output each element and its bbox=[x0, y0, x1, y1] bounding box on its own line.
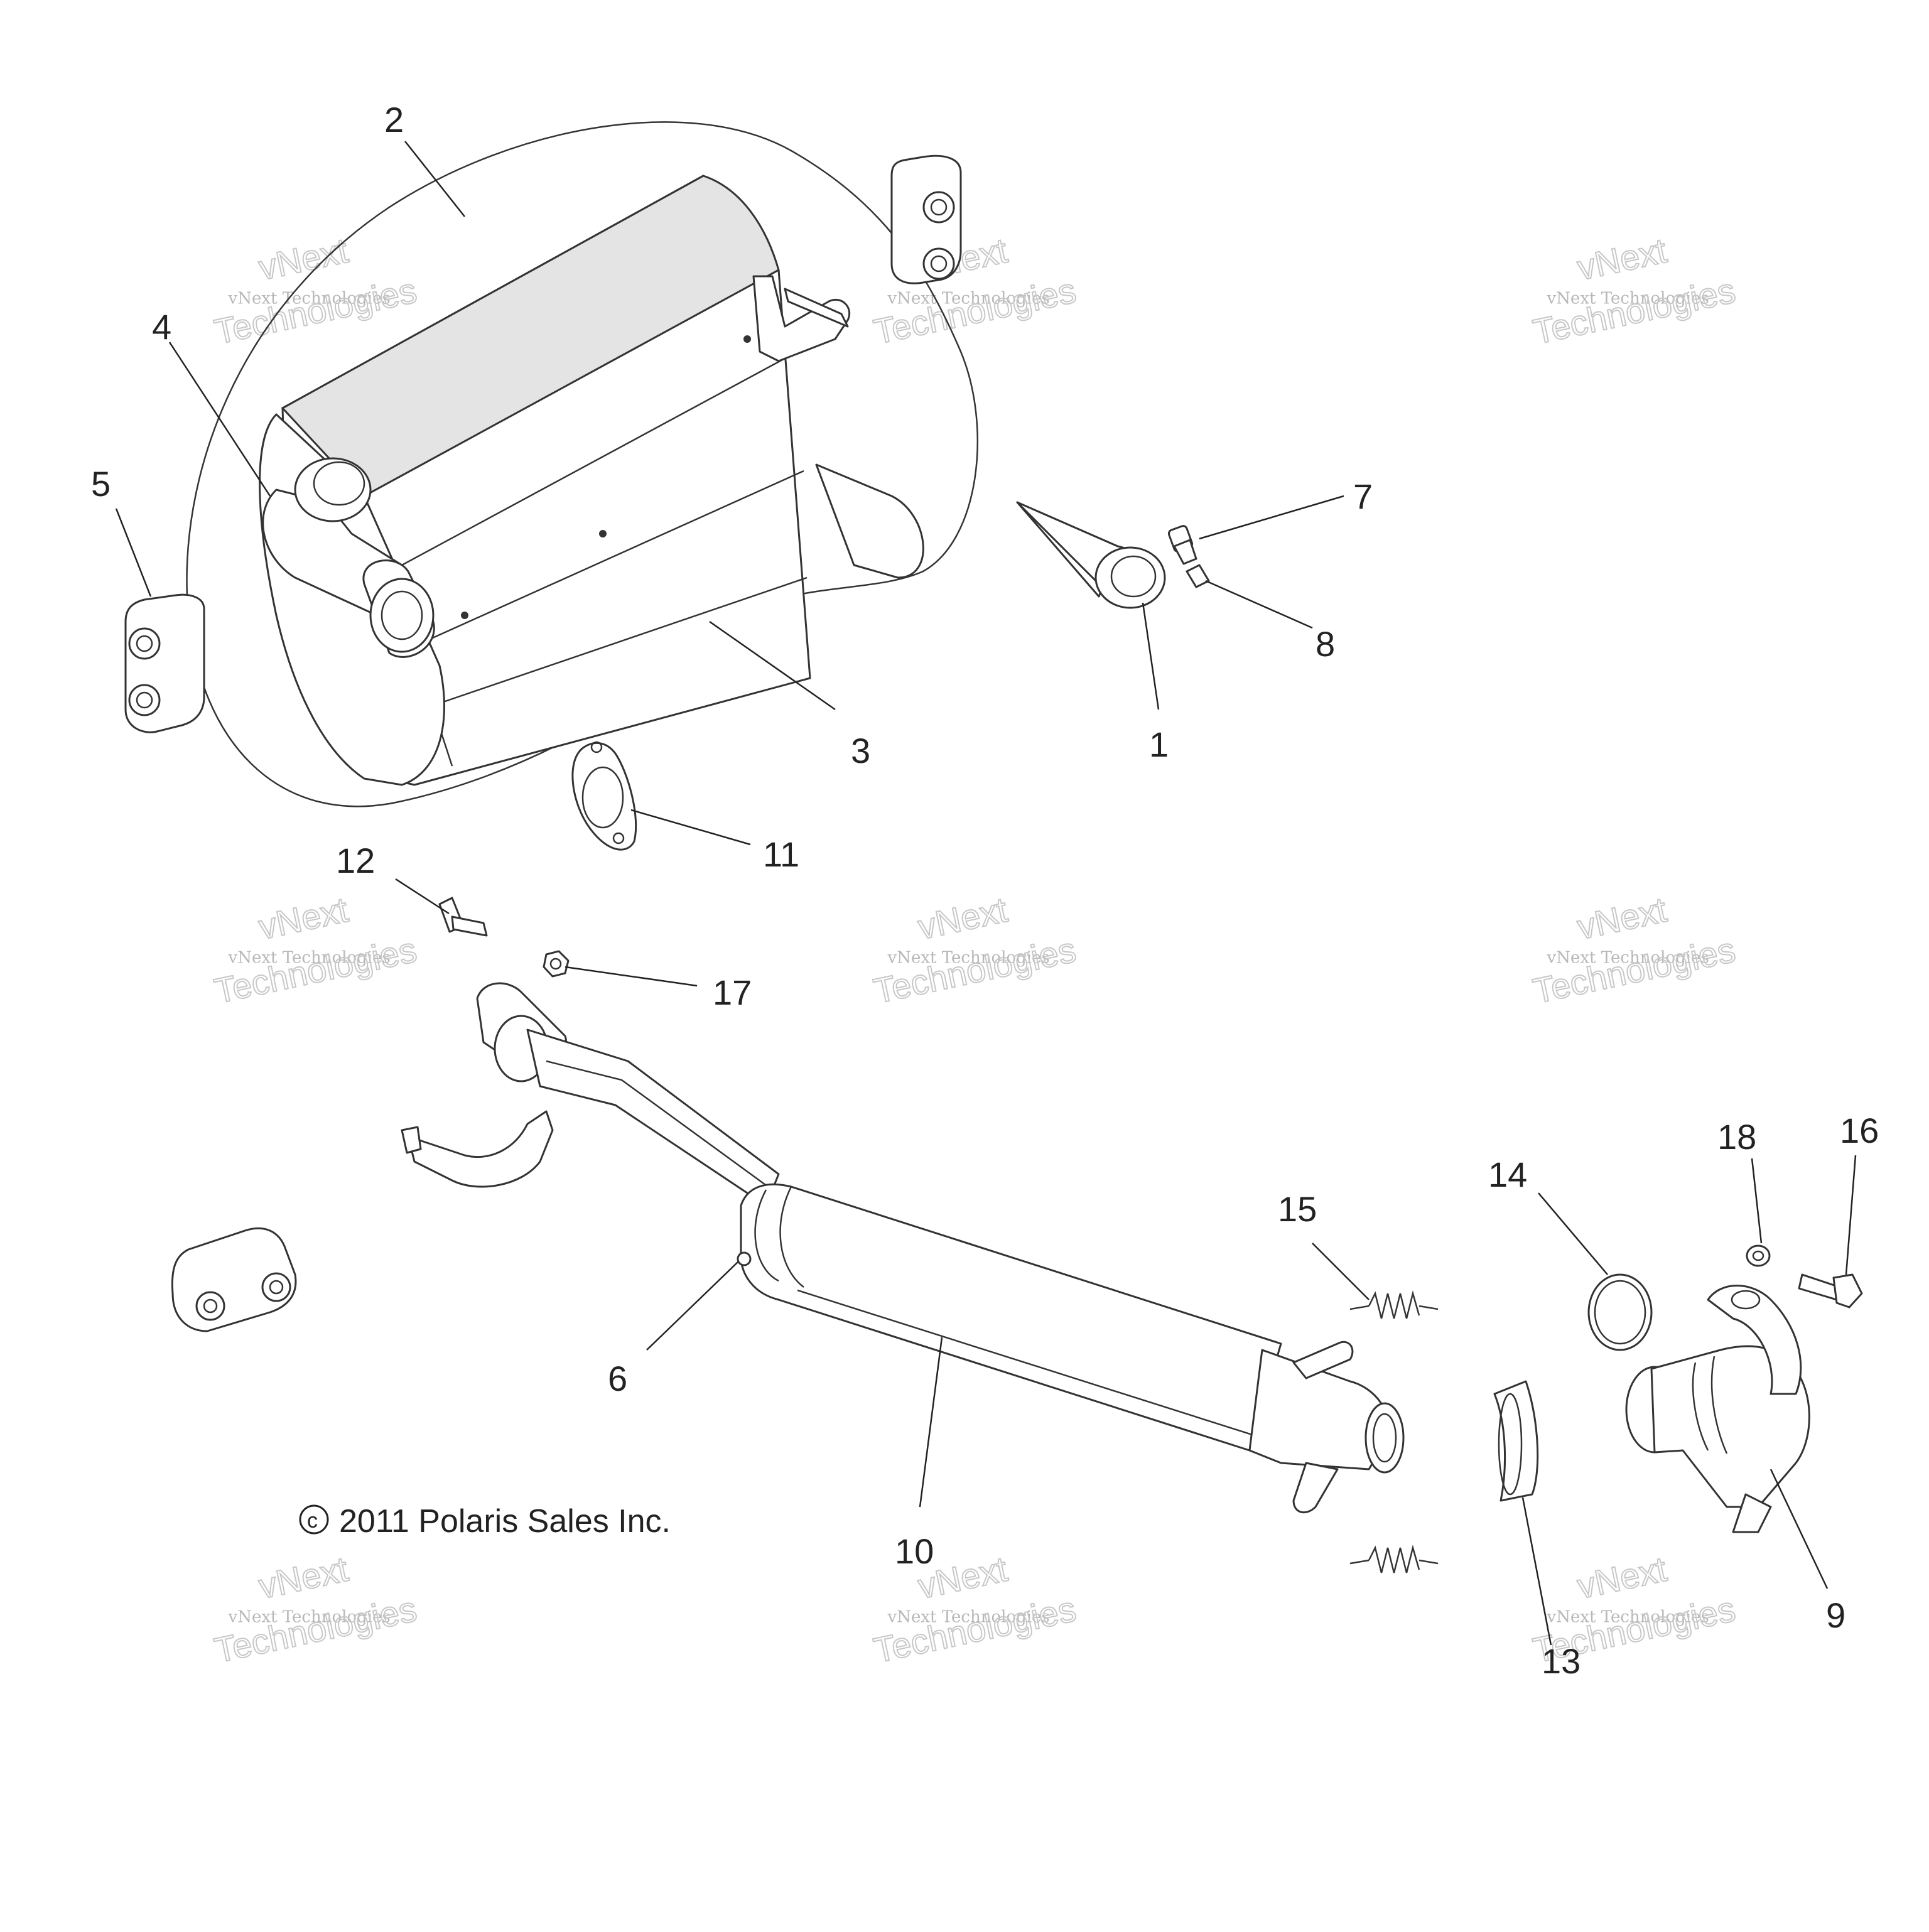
rubber-isolator-lower bbox=[171, 1227, 297, 1332]
svg-text:vNext Technologies: vNext Technologies bbox=[887, 1607, 1050, 1626]
callout-14: 14 bbox=[1488, 1155, 1527, 1194]
svg-text:Technologies: Technologies bbox=[870, 270, 1079, 352]
svg-text:vNext: vNext bbox=[914, 890, 1011, 947]
svg-text:vNext: vNext bbox=[255, 230, 352, 288]
watermark: vNext vNext Technologies Technologies bbox=[870, 1548, 1080, 1671]
copyright-text: 2011 Polaris Sales Inc. bbox=[339, 1503, 671, 1540]
svg-text:Technologies: Technologies bbox=[211, 929, 420, 1011]
callout-11: 11 bbox=[763, 834, 799, 874]
callout-1: 1 bbox=[1149, 725, 1169, 764]
leader-lines bbox=[115, 141, 1857, 1646]
washer bbox=[1746, 1244, 1771, 1267]
callout-15: 15 bbox=[1278, 1189, 1317, 1229]
svg-text:vNext: vNext bbox=[255, 1549, 352, 1606]
svg-text:vNext Technologies: vNext Technologies bbox=[887, 948, 1050, 967]
bolt-rear bbox=[1798, 1273, 1863, 1309]
svg-text:vNext: vNext bbox=[1574, 1549, 1670, 1606]
watermark: vNext vNext Technologies Technologies bbox=[210, 889, 421, 1012]
callout-9: 9 bbox=[1826, 1595, 1845, 1635]
callout-12: 12 bbox=[336, 841, 375, 880]
svg-text:vNext Technologies: vNext Technologies bbox=[1547, 1607, 1709, 1626]
seal-ring bbox=[1493, 1380, 1539, 1502]
callout-4: 4 bbox=[152, 307, 171, 347]
callout-13: 13 bbox=[1542, 1641, 1580, 1681]
flange-nut bbox=[543, 950, 570, 978]
callout-6: 6 bbox=[608, 1359, 627, 1398]
gasket bbox=[571, 741, 637, 851]
rubber-isolator-left bbox=[124, 593, 205, 733]
copyright-symbol: c bbox=[307, 1509, 318, 1533]
svg-text:vNext Technologies: vNext Technologies bbox=[228, 289, 391, 308]
spring-lower bbox=[1349, 1545, 1439, 1573]
inlet-pipe bbox=[262, 457, 435, 658]
callout-17: 17 bbox=[713, 973, 752, 1012]
svg-text:vNext: vNext bbox=[1574, 230, 1670, 288]
svg-text:Technologies: Technologies bbox=[1530, 270, 1739, 352]
spark-arrestor-tip bbox=[1016, 501, 1166, 609]
callout-18: 18 bbox=[1717, 1117, 1756, 1157]
head-pipe bbox=[401, 982, 1405, 1514]
callout-2: 2 bbox=[384, 100, 404, 139]
watermark: vNext vNext Technologies Technologies bbox=[210, 1548, 421, 1671]
svg-text:vNext Technologies: vNext Technologies bbox=[1547, 289, 1709, 308]
copyright-notice: c 2011 Polaris Sales Inc. bbox=[299, 1503, 671, 1540]
callout-labels: 1 2 3 4 5 6 7 8 9 10 11 12 13 14 15 16 1… bbox=[91, 100, 1879, 1681]
svg-text:vNext: vNext bbox=[255, 890, 352, 947]
svg-text:vNext Technologies: vNext Technologies bbox=[887, 289, 1050, 308]
svg-text:Technologies: Technologies bbox=[870, 1589, 1079, 1670]
rubber-isolator-top bbox=[890, 154, 962, 284]
callout-8: 8 bbox=[1316, 624, 1335, 664]
svg-text:Technologies: Technologies bbox=[870, 929, 1079, 1011]
callout-5: 5 bbox=[91, 464, 111, 504]
watermark: vNext vNext Technologies Technologies bbox=[210, 230, 421, 352]
callout-16: 16 bbox=[1840, 1111, 1879, 1150]
svg-text:Technologies: Technologies bbox=[211, 270, 420, 352]
spring-upper bbox=[1349, 1290, 1439, 1319]
callout-7: 7 bbox=[1353, 477, 1373, 516]
bolt bbox=[438, 897, 488, 937]
exhaust-elbow bbox=[1625, 1285, 1810, 1533]
watermark: vNext vNext Technologies Technologies bbox=[1529, 889, 1739, 1012]
watermark: vNext vNext Technologies Technologies bbox=[1529, 230, 1739, 352]
clip bbox=[1186, 564, 1210, 588]
svg-text:Technologies: Technologies bbox=[211, 1589, 420, 1670]
callout-10: 10 bbox=[895, 1531, 934, 1571]
watermark: vNext vNext Technologies Technologies bbox=[870, 889, 1080, 1012]
svg-text:vNext Technologies: vNext Technologies bbox=[228, 1607, 391, 1626]
screw bbox=[1167, 525, 1197, 565]
svg-text:vNext Technologies: vNext Technologies bbox=[228, 948, 391, 967]
svg-text:vNext: vNext bbox=[1574, 890, 1670, 947]
callout-3: 3 bbox=[851, 731, 870, 770]
o-ring bbox=[1587, 1273, 1653, 1351]
svg-text:vNext Technologies: vNext Technologies bbox=[1547, 948, 1709, 967]
svg-text:Technologies: Technologies bbox=[1530, 929, 1739, 1011]
